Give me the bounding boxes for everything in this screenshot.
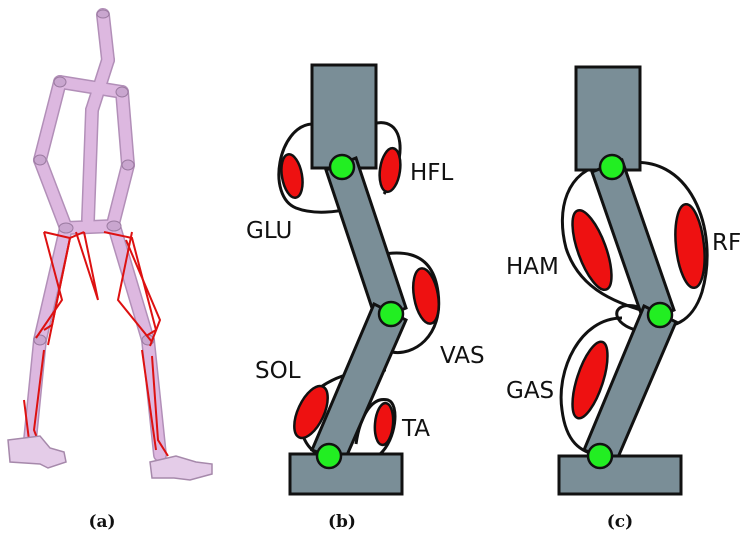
hip-joint-c (598, 153, 626, 181)
ham-label: HAM (506, 254, 559, 280)
skeleton-bone-outlines (23, 8, 167, 462)
foot-block-b (288, 452, 404, 496)
lower-spine-bone (82, 104, 98, 226)
ankle-joint-b (315, 442, 343, 470)
rf-muscle (674, 202, 706, 290)
right-thigh-bone (108, 220, 154, 346)
ta-muscle (373, 401, 395, 447)
skeleton-feet (7, 435, 213, 481)
left-forearm-bone (34, 154, 72, 234)
glu-label: GLU (246, 218, 292, 244)
caption-c: (c) (607, 512, 633, 532)
hip-joint-b (328, 153, 356, 181)
foot-block-c (557, 454, 683, 496)
knee-joint-b (377, 300, 405, 328)
pelvis-block-c (574, 65, 642, 172)
vas-muscle (411, 267, 441, 325)
pelvis-block-b (310, 63, 378, 170)
panel-c-diagram: HAM RF GAS (506, 65, 741, 496)
pelvis-bone (60, 220, 120, 234)
gas-muscle (571, 340, 609, 420)
panel-b-diagram: HFL GLU VAS SOL TA (246, 63, 485, 496)
left-thigh-bone (34, 222, 72, 346)
gas-label: GAS (506, 378, 554, 404)
shoulder-bone (54, 76, 128, 98)
vas-label: VAS (440, 343, 485, 369)
gas-lower-path (559, 316, 623, 458)
hfl-muscle (378, 146, 402, 194)
sol-label: SOL (255, 358, 301, 384)
ham-muscle (571, 208, 613, 292)
knee-joint-c (646, 301, 674, 329)
skeleton-joints (33, 9, 155, 346)
right-forearm-bone (106, 159, 134, 234)
glu-path (277, 122, 351, 214)
skeleton-bones (24, 9, 166, 461)
left-upper-arm-bone (34, 76, 66, 166)
ham-path (560, 162, 655, 316)
rf-label: RF (712, 230, 741, 256)
caption-a: (a) (88, 512, 115, 532)
left-shank-bone (24, 334, 46, 446)
panel-a-skeleton (7, 8, 213, 481)
ta-label: TA (401, 416, 430, 442)
ankle-joint-c (586, 442, 614, 470)
hfl-label: HFL (410, 160, 454, 186)
right-upper-arm-bone (116, 86, 134, 171)
right-foot (149, 455, 213, 481)
left-foot (7, 435, 67, 469)
glu-muscle (280, 153, 304, 199)
neck-bone (97, 9, 114, 66)
sol-muscle (293, 384, 329, 440)
caption-b: (b) (328, 512, 356, 532)
skeleton-muscle-lines (19, 231, 169, 457)
